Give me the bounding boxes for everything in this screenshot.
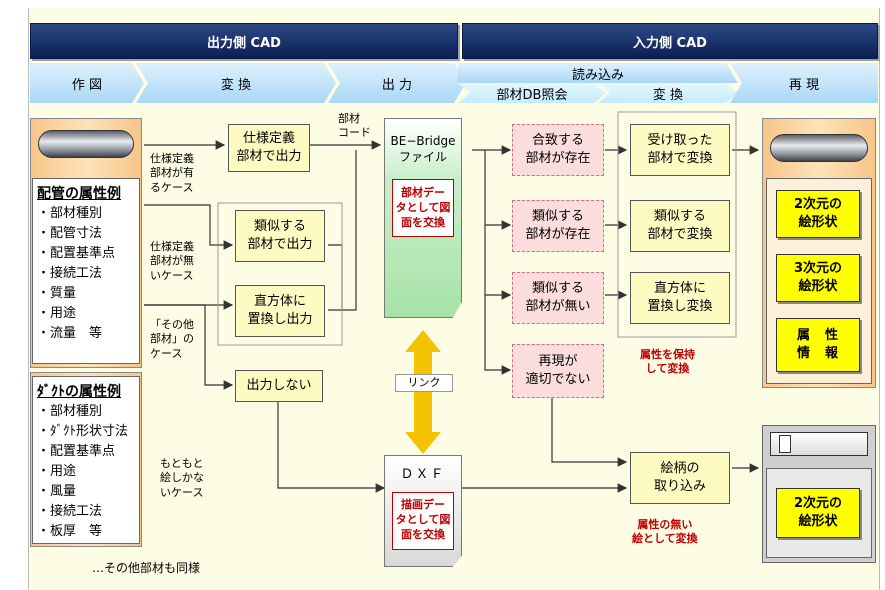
pattern-conv-box: 絵柄の 取り込み <box>630 452 730 504</box>
received-conv-box: 受け取った 部材で変換 <box>630 124 730 176</box>
result-3d-shape: 3次元の 絵形状 <box>776 254 860 302</box>
bebridge-note: 部材デー タとして図 面を交換 <box>392 179 454 238</box>
duct-title: ﾀﾞｸﾄの属性例 <box>37 384 121 400</box>
duct-attr-list: ・部材種別・ﾀﾞｸﾄ形状寸法・配置基準点・用途・風量・接続工法・板厚 等 <box>37 402 128 542</box>
dxf-file: ＤＸＦ 描画デー タとして図 面を交換 <box>384 455 462 567</box>
duct-item-item: ・ﾀﾞｸﾄ形状寸法 <box>37 423 129 439</box>
duct-item-item: ・風量 <box>37 483 77 499</box>
piping-title: 配管の属性例 <box>37 186 121 202</box>
keep-attr-note: 属性を保持 して変換 <box>640 348 695 376</box>
db-similar-box: 類似する 部材が存在 <box>512 200 604 252</box>
step-db-ref-label: 部材DB照会 <box>496 87 568 103</box>
bebridge-title: BE−Bridge ファイル <box>390 134 456 165</box>
result-2d-shape: 2次元の 絵形状 <box>776 190 860 238</box>
input-cad-header: 入力側 CAD <box>462 23 878 59</box>
dxf-note: 描画デー タとして図 面を交換 <box>392 491 454 550</box>
dxf-title: ＤＸＦ <box>400 467 446 482</box>
output-cad-label: 出力側 CAD <box>207 35 281 51</box>
piping-item-item: ・部材種別 <box>37 205 103 221</box>
step-read: 読み込み <box>458 63 738 83</box>
footnote: …その他部材も同様 <box>92 561 201 575</box>
duct-attr-box: ﾀﾞｸﾄの属性例 ・部材種別・ﾀﾞｸﾄ形状寸法・配置基準点・用途・風量・接続工法… <box>32 376 140 544</box>
link-label: リンク <box>395 374 453 392</box>
result-attr-info: 属 性 情 報 <box>776 318 860 372</box>
output-cad-header: 出力側 CAD <box>30 23 458 59</box>
step-convert: 変 換 <box>136 63 336 103</box>
db-unsuitable-box: 再現が 適切でない <box>512 344 604 398</box>
step-reproduce: 再 現 <box>730 63 878 103</box>
piping-item-item: ・流量 等 <box>37 325 103 341</box>
input-cad-label: 入力側 CAD <box>633 35 707 51</box>
case-drawing-only: もともと 絵しかな いケース <box>160 457 204 499</box>
piping-item-item: ・配置基準点 <box>37 245 116 261</box>
similar-conv-box: 類似する 部材で変換 <box>630 200 730 252</box>
duct-item-item: ・用途 <box>37 463 77 479</box>
step-output: 出 力 <box>328 63 466 103</box>
step-reproduce-label: 再 現 <box>788 77 820 93</box>
piping-attr-list: ・部材種別・配管寸法・配置基準点・接続工法・質量・用途・流量 等 <box>37 204 115 344</box>
no-attr-note: 属性の無い 絵として変換 <box>632 518 698 546</box>
no-output-box: 出力しない <box>235 370 323 402</box>
link-arrow-icon <box>405 330 441 454</box>
piping-item-item: ・用途 <box>37 305 77 321</box>
case-spec-undefined: 仕様定義 部材が無 いケース <box>150 240 194 282</box>
duct-result-icon <box>770 432 868 456</box>
duct-item-item: ・部材種別 <box>37 403 103 419</box>
db-none-box: 類似する 部材が無い <box>512 272 604 324</box>
bebridge-file: BE−Bridge ファイル 部材デー タとして図 面を交換 <box>384 118 462 318</box>
cuboid-output-box: 直方体に 置換し出力 <box>235 285 325 337</box>
duct-item-item: ・接続工法 <box>37 503 103 519</box>
step-read-label: 読み込み <box>571 67 624 83</box>
db-match-box: 合致する 部材が存在 <box>512 124 604 176</box>
piping-item-item: ・接続工法 <box>37 265 103 281</box>
step-drawing-label: 作 図 <box>71 77 103 93</box>
duct-item-item: ・板厚 等 <box>37 523 103 539</box>
case-other: 「その他 部材」の ケース <box>150 318 194 360</box>
step-db-ref: 部材DB照会 <box>458 83 606 103</box>
step-convert2: 変 換 <box>598 83 738 103</box>
piping-attr-box: 配管の属性例 ・部材種別・配管寸法・配置基準点・接続工法・質量・用途・流量 等 <box>32 178 140 364</box>
duct-item-item: ・配置基準点 <box>37 443 116 459</box>
pipe-result-icon <box>770 134 868 162</box>
piping-item-item: ・質量 <box>37 285 77 301</box>
case-spec-defined: 仕様定義 部材が有 るケース <box>150 152 194 194</box>
step-convert-label: 変 換 <box>220 77 252 93</box>
cuboid-conv-box: 直方体に 置換し変換 <box>630 272 730 324</box>
similar-output-box: 類似する 部材で出力 <box>235 210 325 262</box>
pipe-icon <box>38 130 134 158</box>
member-code-label: 部材 コード <box>338 112 371 140</box>
step-drawing: 作 図 <box>30 63 144 103</box>
step-output-label: 出 力 <box>381 77 413 93</box>
step-convert2-label: 変 換 <box>652 87 684 103</box>
result-2d-shape-b: 2次元の 絵形状 <box>776 488 860 538</box>
duct-result-flange-icon <box>779 435 791 453</box>
spec-output-box: 仕様定義 部材で出力 <box>228 124 310 172</box>
piping-item-item: ・配管寸法 <box>37 225 103 241</box>
